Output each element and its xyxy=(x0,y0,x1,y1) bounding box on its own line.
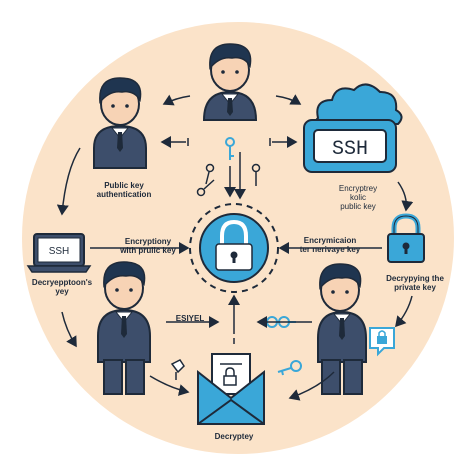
person-bottom-left-icon xyxy=(97,261,151,395)
encrypt-public-key-label: Encryptrey kolic public key xyxy=(310,184,406,211)
decryption-left-label: Decryepptoon's yey xyxy=(20,278,104,296)
decrypting-right-label: Decrypying the private key xyxy=(366,274,464,292)
ssh-laptop-label: SSH xyxy=(49,246,70,257)
decryptey-label: Decryptey xyxy=(214,432,254,441)
ssh-server-icon: SSH xyxy=(303,119,397,173)
encryption-left-line1: Encryptiony xyxy=(124,237,172,246)
encryption-left-label: Encryptiony with prulic key xyxy=(100,237,196,255)
encrypt-public-line3: public key xyxy=(340,202,376,211)
decrypting-right-line1: Decrypying the xyxy=(386,274,444,283)
key-small-left-icon xyxy=(205,163,215,185)
person-top-left-icon xyxy=(93,77,147,169)
envelope-icon xyxy=(197,353,265,425)
encryption-left-line2: with prulic key xyxy=(120,246,176,255)
public-key-auth-line2: authentication xyxy=(96,190,152,199)
flow-arrows xyxy=(56,94,414,401)
key-top-icon xyxy=(225,137,235,160)
esiyel-label: ESIYEL xyxy=(175,314,205,323)
right-lock-icon xyxy=(387,213,425,263)
decrypting-right-line2: private key xyxy=(394,283,436,292)
encrypt-public-line2: kolic xyxy=(349,193,366,202)
decryption-left-line2: yey xyxy=(55,287,69,296)
encryption-right-line2: ter nerivaye key xyxy=(299,245,361,254)
encryption-right-line1: Encrymicaion xyxy=(303,236,357,245)
encryption-right-label: Encrymicaion ter nerivaye key xyxy=(278,236,382,254)
person-top-icon xyxy=(202,43,258,121)
encrypt-public-line1: Encryptrey xyxy=(338,184,378,193)
laptop-icon: SSH xyxy=(26,233,92,273)
public-key-auth-label: Public key authentication xyxy=(72,181,176,199)
key-small-right-icon xyxy=(251,163,261,186)
person-bottom-right-icon xyxy=(317,263,367,395)
key-diagonal-icon xyxy=(196,179,215,197)
ssh-server-label: SSH xyxy=(332,138,368,161)
central-lock-icon xyxy=(189,203,279,293)
public-key-auth-line1: Public key xyxy=(104,181,144,190)
decryption-left-line1: Decryepptoon's xyxy=(31,278,93,287)
hand-pointer-icon xyxy=(170,359,185,380)
key-bottom-right-icon xyxy=(277,360,302,376)
lock-bubble-icon xyxy=(369,327,395,357)
